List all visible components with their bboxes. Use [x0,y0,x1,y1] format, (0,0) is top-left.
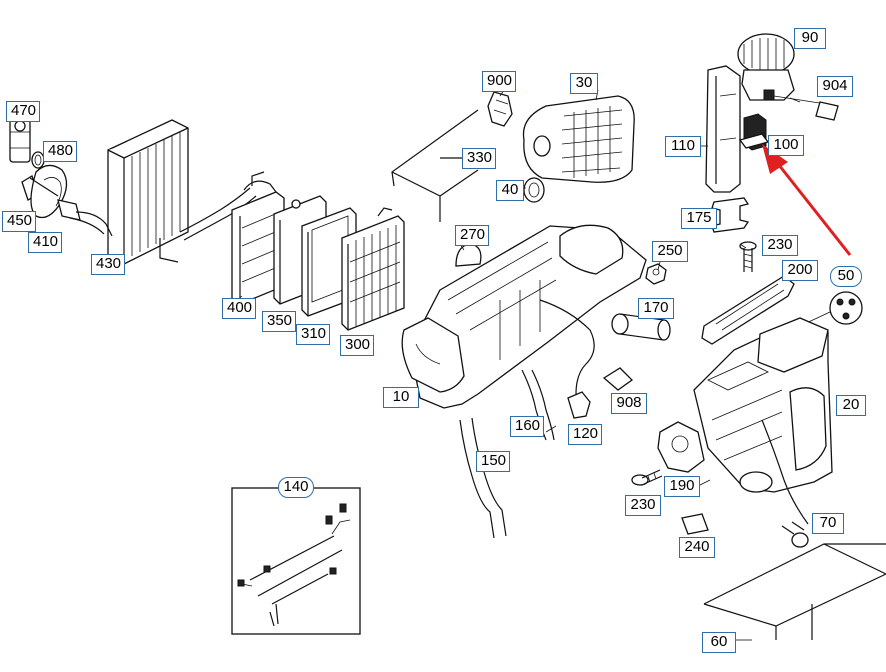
callout-70[interactable]: 70 [812,513,844,534]
callout-250[interactable]: 250 [652,241,688,262]
leader-lines [22,89,801,641]
callout-120[interactable]: 120 [568,424,602,445]
part-20-distribution-housing [693,317,833,525]
callout-150[interactable]: 150 [476,451,510,472]
callout-175[interactable]: 175 [681,208,717,229]
callout-100[interactable]: 100 [768,135,804,156]
part-240-clip [681,513,709,535]
callout-160[interactable]: 160 [510,416,544,437]
part-190-actuator [657,421,705,473]
part-330-bracket-lines [391,109,479,222]
part-230-screw-upper [739,241,757,272]
part-450-410-seals [21,164,81,221]
callout-310[interactable]: 310 [296,324,330,345]
callout-230-lower[interactable]: 230 [625,495,661,516]
part-110-duct-panel [705,65,741,193]
callout-470[interactable]: 470 [6,101,40,122]
callout-270[interactable]: 270 [455,225,489,246]
part-170-duct [611,313,671,341]
callout-904[interactable]: 904 [817,76,853,97]
part-250-nut [645,263,667,285]
part-270-seal [455,243,482,267]
callout-908[interactable]: 908 [611,393,647,414]
part-150-drain-tube [459,417,507,539]
callout-40[interactable]: 40 [496,180,524,201]
part-70-screw [781,521,809,548]
callout-480[interactable]: 480 [43,141,77,162]
callout-110[interactable]: 110 [665,136,701,157]
part-10-main-housing [401,224,647,409]
callout-450[interactable]: 450 [2,211,36,232]
part-50-gasket [799,291,863,327]
part-230-screw-lower [631,469,663,486]
part-30-housing [522,95,635,183]
callout-90[interactable]: 90 [794,28,826,49]
callout-10[interactable]: 10 [383,387,419,408]
part-175-clip [711,197,750,233]
callout-170[interactable]: 170 [638,298,674,319]
part-300-filter-element [341,207,405,331]
part-40-grommet [523,177,545,203]
part-480-o-ring [31,151,45,169]
callout-430[interactable]: 430 [91,254,125,275]
part-90-blower-motor [737,33,827,105]
callout-230-upper[interactable]: 230 [762,235,798,256]
part-908-label [602,367,634,391]
callout-900[interactable]: 900 [482,71,516,92]
callout-240[interactable]: 240 [679,537,715,558]
callout-20[interactable]: 20 [836,395,866,416]
part-900-connector [487,91,513,127]
part-60-cover-panel [703,543,886,640]
part-904-tag [815,101,839,121]
callout-330[interactable]: 330 [462,148,496,169]
callout-190[interactable]: 190 [664,476,700,497]
part-430-evaporator [69,119,257,265]
part-140-wiring-harness [231,487,361,635]
callout-50[interactable]: 50 [830,266,862,287]
callout-350[interactable]: 350 [262,311,296,332]
callout-140[interactable]: 140 [278,477,314,498]
callout-300[interactable]: 300 [340,335,374,356]
callout-400[interactable]: 400 [222,298,256,319]
callout-200[interactable]: 200 [782,260,818,281]
part-100-resistor [738,113,770,151]
callout-60[interactable]: 60 [702,632,736,653]
callout-410[interactable]: 410 [28,232,62,253]
callout-30[interactable]: 30 [570,73,598,94]
part-470-expansion-valve [9,119,31,163]
part-120-sensor [539,299,595,419]
